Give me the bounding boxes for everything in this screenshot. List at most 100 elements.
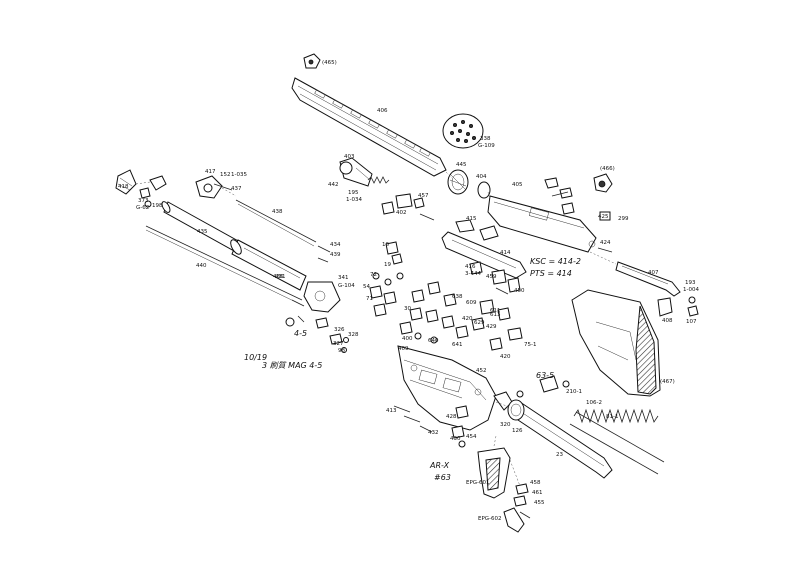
label-106-2: 106-2: [586, 400, 602, 406]
label-126: 126: [512, 428, 523, 434]
upper-small-parts: [544, 177, 613, 253]
label-338: 338: [480, 136, 491, 142]
label-98: 98: [338, 348, 345, 354]
label-445: 445: [456, 162, 467, 168]
label-413: 413: [386, 408, 397, 414]
outer-barrel-part: [161, 201, 241, 253]
pistol-grip-part: [477, 447, 511, 499]
assembly-guide-lines: [135, 171, 617, 487]
label-417: 417: [205, 169, 216, 175]
label-418: 418: [118, 184, 129, 190]
label-71: 71: [366, 296, 373, 302]
muzzle-device-part: [115, 169, 137, 195]
label-402: 402: [396, 210, 407, 216]
label-638: 638: [452, 294, 463, 300]
label-439: 439: [330, 252, 341, 258]
label-414: 414: [500, 250, 511, 256]
label-466: (466): [600, 166, 615, 172]
label-434: 434: [330, 242, 341, 248]
label-416: 416: [465, 264, 476, 270]
label-328: 328: [348, 332, 359, 338]
lower-small-parts: [393, 405, 469, 448]
label-457: 457: [418, 193, 429, 199]
label-75-1: 75-1: [524, 342, 536, 348]
label-404: 404: [476, 174, 487, 180]
label-19: 19: [384, 262, 391, 268]
note-date-b: 3 刷質 MAG 4-5: [262, 361, 322, 370]
note-date-a: 10/19: [244, 353, 267, 362]
label-425: 425: [598, 214, 609, 220]
label-609: 609: [466, 300, 477, 306]
label-432: 432: [428, 430, 439, 436]
label-373: 373: [138, 198, 149, 204]
label-461: 461: [532, 490, 543, 496]
label-373-sub: G-62: [136, 205, 149, 211]
bolt-spring-part: [367, 176, 390, 184]
flash-hider-small-part: [139, 175, 167, 208]
part-number-labels: (465) 406 338 G-109 445 403 404 405 (466…: [118, 60, 699, 522]
rail-cover-disc-part: [442, 113, 484, 149]
label-405: 405: [512, 182, 523, 188]
grip-screw-parts: [513, 483, 531, 519]
label-442: 442: [328, 182, 339, 188]
label-415: 415: [466, 216, 477, 222]
buffer-tube-part: [507, 399, 613, 479]
handwritten-notes: 4-5 10/19 3 刷質 MAG 4-5 KSC = 414-2 PTS =…: [244, 257, 581, 482]
label-81-1: 81-1: [606, 414, 618, 420]
hop-up-small-parts: [285, 315, 349, 353]
label-320: 320: [500, 422, 511, 428]
stock-small-parts: [657, 296, 699, 317]
inner-barrel-part: [145, 225, 303, 305]
small-pin-parts: [317, 245, 331, 263]
label-450: 450: [514, 288, 525, 294]
label-430: 430: [450, 436, 461, 442]
front-sight-part: [303, 53, 321, 69]
upper-receiver-part: [487, 195, 597, 253]
label-195: 195: [348, 190, 359, 196]
label-409: 409: [398, 346, 409, 352]
label-452: 452: [476, 368, 487, 374]
barrel-assembly-part: [230, 239, 307, 291]
label-458: 458: [530, 480, 541, 486]
label-195-sub: 1-034: [346, 197, 362, 203]
bolt-carrier-part: [339, 157, 373, 187]
label-327: 327: [333, 341, 344, 347]
fire-control-small-parts: [369, 241, 523, 351]
gas-tube-part: [235, 199, 317, 243]
label-416-sub: 3-444: [465, 271, 481, 277]
label-341: 341: [338, 275, 349, 281]
label-30: 30: [404, 306, 411, 312]
label-641: 641: [452, 342, 463, 348]
note-63-5: 63-5: [536, 371, 554, 380]
label-465-top: (465): [322, 60, 337, 66]
bolt-small-parts: [381, 193, 435, 221]
label-341-sub: G-104: [338, 283, 355, 289]
label-459: 459: [486, 274, 497, 280]
label-407: 407: [648, 270, 659, 276]
label-611: 611: [490, 308, 501, 314]
label-72: 72: [370, 272, 377, 278]
note-pts: PTS = 414: [530, 269, 572, 278]
label-467: (467): [660, 379, 675, 385]
handguard-rail-part: [291, 77, 447, 177]
label-455: 455: [534, 500, 545, 506]
label-454: 454: [466, 434, 477, 440]
barrel-nut-part: [447, 169, 491, 199]
label-193-sub: 1-004: [683, 287, 699, 293]
rail-section-part: [441, 219, 527, 279]
rear-sight-part: [593, 173, 613, 193]
label-152-sub: 1-035: [231, 172, 247, 178]
label-435: 435: [197, 229, 208, 235]
note-ksc: KSC = 414-2: [530, 257, 581, 266]
label-16: 16: [382, 242, 389, 248]
label-338-sub: G-109: [478, 143, 495, 149]
label-54: 54: [363, 284, 370, 290]
note-4-5: 4-5: [294, 329, 307, 338]
buffer-spring-part: [569, 408, 665, 475]
label-299: 299: [618, 216, 629, 222]
label-193: 193: [685, 280, 696, 286]
castle-nut-part: [539, 375, 570, 393]
label-440: 440: [196, 263, 207, 269]
label-23: 23: [556, 452, 563, 458]
